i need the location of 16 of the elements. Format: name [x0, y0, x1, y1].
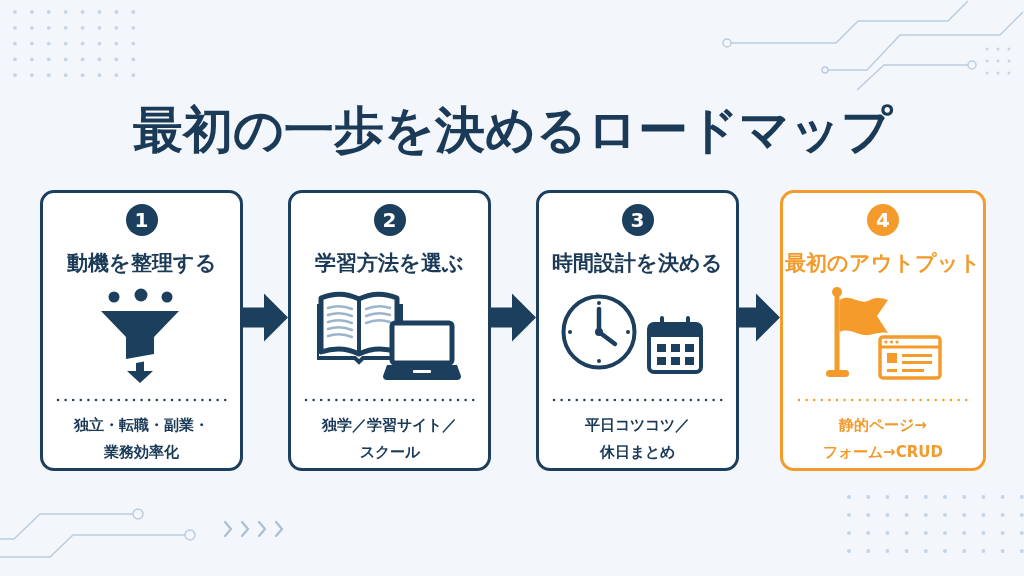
- step-card: [40, 190, 243, 471]
- title: 最初の一歩を決めるロードマップ: [132, 100, 892, 161]
- step-description: 平日コツコツ／休日まとめ: [584, 415, 691, 463]
- step-heading: 最初のアウトプット: [785, 250, 981, 277]
- step-heading: 学習方法を選ぶ: [315, 250, 464, 277]
- step-card: [780, 190, 986, 471]
- block-arrow: [491, 293, 536, 342]
- step-description: 独学／学習サイト／スクール: [321, 415, 458, 463]
- step-description: 静的ページ→フォーム→CRUD: [822, 415, 944, 463]
- block-arrow: [243, 293, 288, 342]
- step-description: 独立・転職・副業・業務効率化: [73, 415, 210, 463]
- step-heading: 時間設計を決める: [552, 250, 723, 277]
- block-arrow: [739, 293, 780, 342]
- step-heading: 動機を整理する: [66, 250, 217, 277]
- step-card: [288, 190, 491, 471]
- step-card: [536, 190, 739, 471]
